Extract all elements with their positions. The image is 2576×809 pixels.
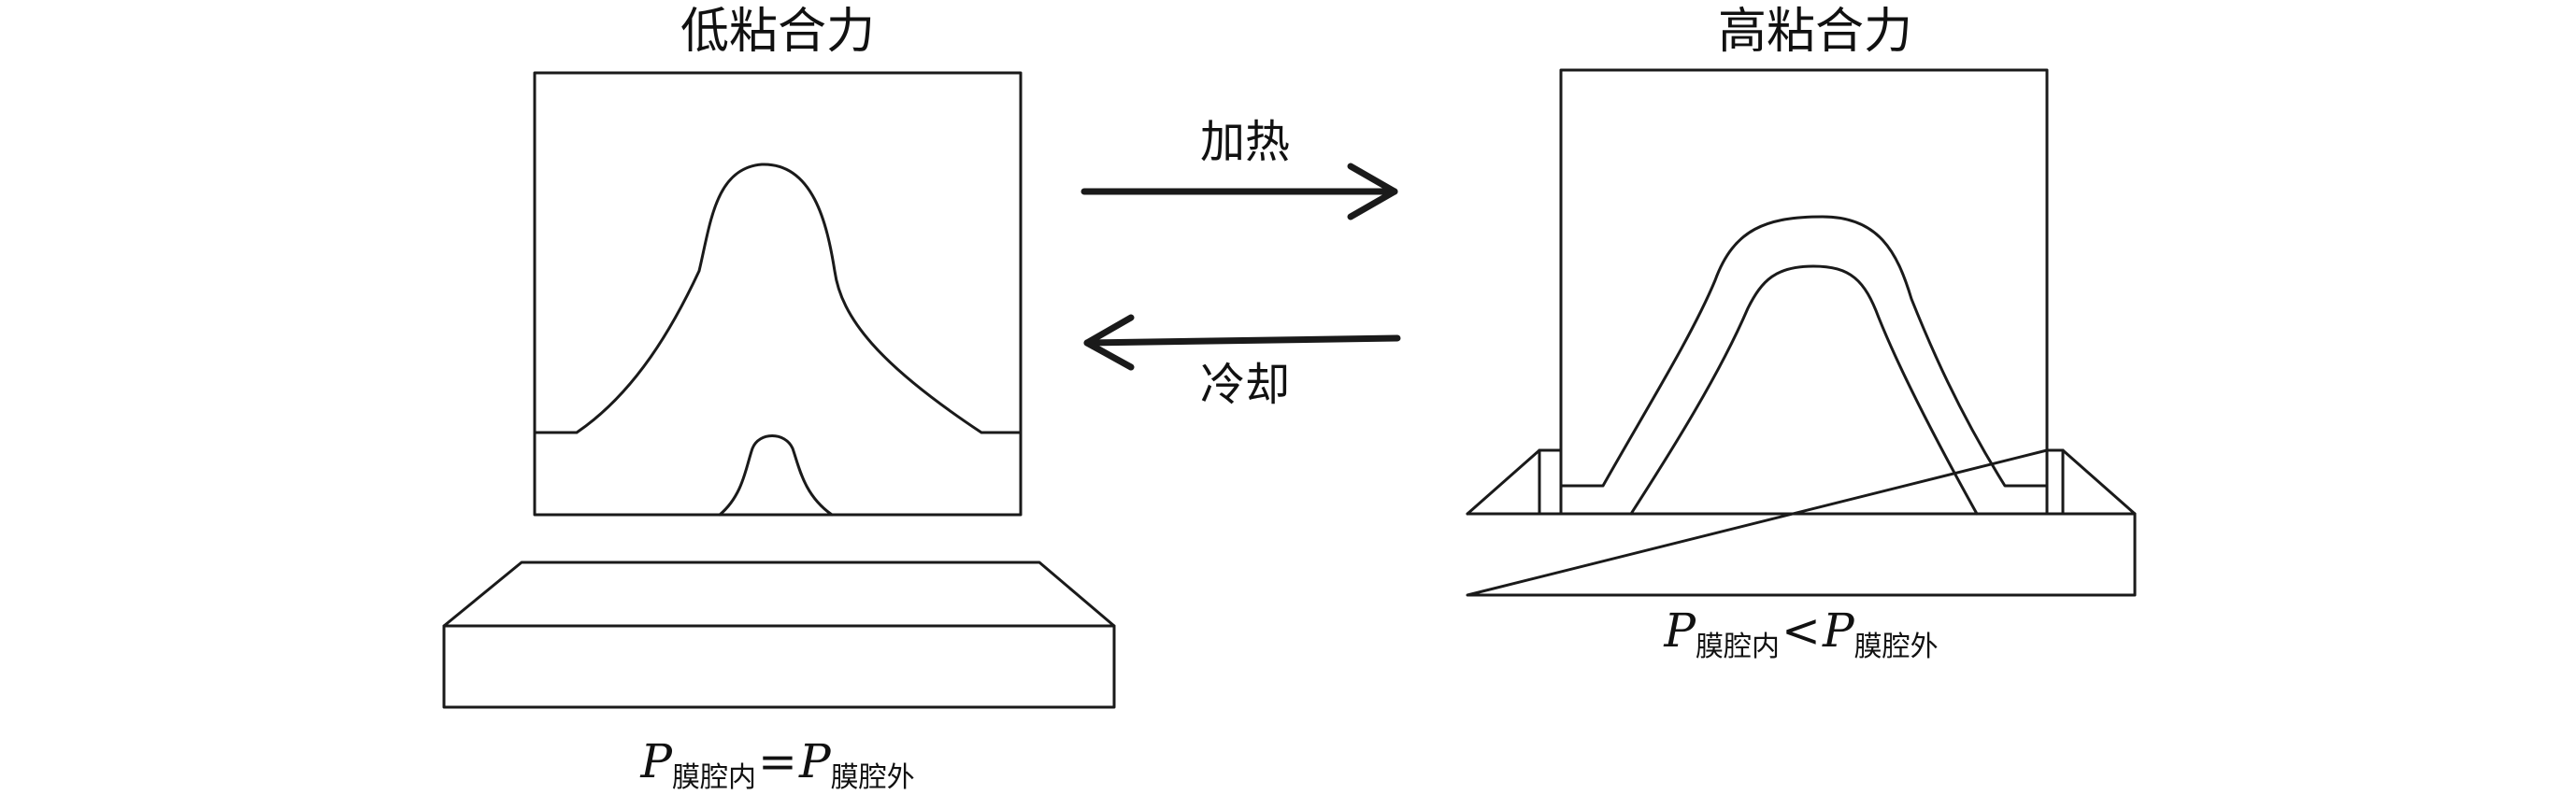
pressure-subscript-outer: 膜腔外 xyxy=(1853,631,1939,663)
right-membrane-inner xyxy=(1629,264,1979,516)
right-base-block xyxy=(1466,448,2137,597)
heating-label: 加热 xyxy=(1199,116,1291,168)
left-mold-frame xyxy=(533,71,1023,517)
pressure-symbol: P xyxy=(640,734,673,788)
left-pressure-formula: P膜腔内=P膜腔外 xyxy=(640,738,914,792)
left-panel-title: 低粘合力 xyxy=(680,4,876,60)
left-small-protrusion xyxy=(718,434,834,517)
right-pressure-formula: P膜腔内<P膜腔外 xyxy=(1664,607,1938,661)
right-mold-frame xyxy=(1559,68,2049,516)
right-panel-title: 高粘合力 xyxy=(1717,4,1913,60)
relation-operator: < xyxy=(1782,603,1821,658)
left-membrane-dome xyxy=(533,163,1023,434)
pressure-symbol: P xyxy=(798,734,831,788)
pressure-subscript-outer: 膜腔外 xyxy=(830,761,915,794)
cooling-arrow xyxy=(1083,314,1401,371)
left-base-block xyxy=(442,561,1116,709)
heating-arrow xyxy=(1080,163,1398,220)
right-apparatus xyxy=(1466,68,2137,597)
pressure-subscript-inner: 膜腔内 xyxy=(672,761,757,794)
left-apparatus xyxy=(442,71,1116,709)
pressure-symbol: P xyxy=(1822,603,1854,658)
relation-operator: = xyxy=(758,734,797,788)
pressure-subscript-inner: 膜腔内 xyxy=(1696,631,1781,663)
right-membrane-outer xyxy=(1559,215,2049,488)
pressure-symbol: P xyxy=(1664,603,1696,658)
cooling-label: 冷却 xyxy=(1199,359,1291,411)
